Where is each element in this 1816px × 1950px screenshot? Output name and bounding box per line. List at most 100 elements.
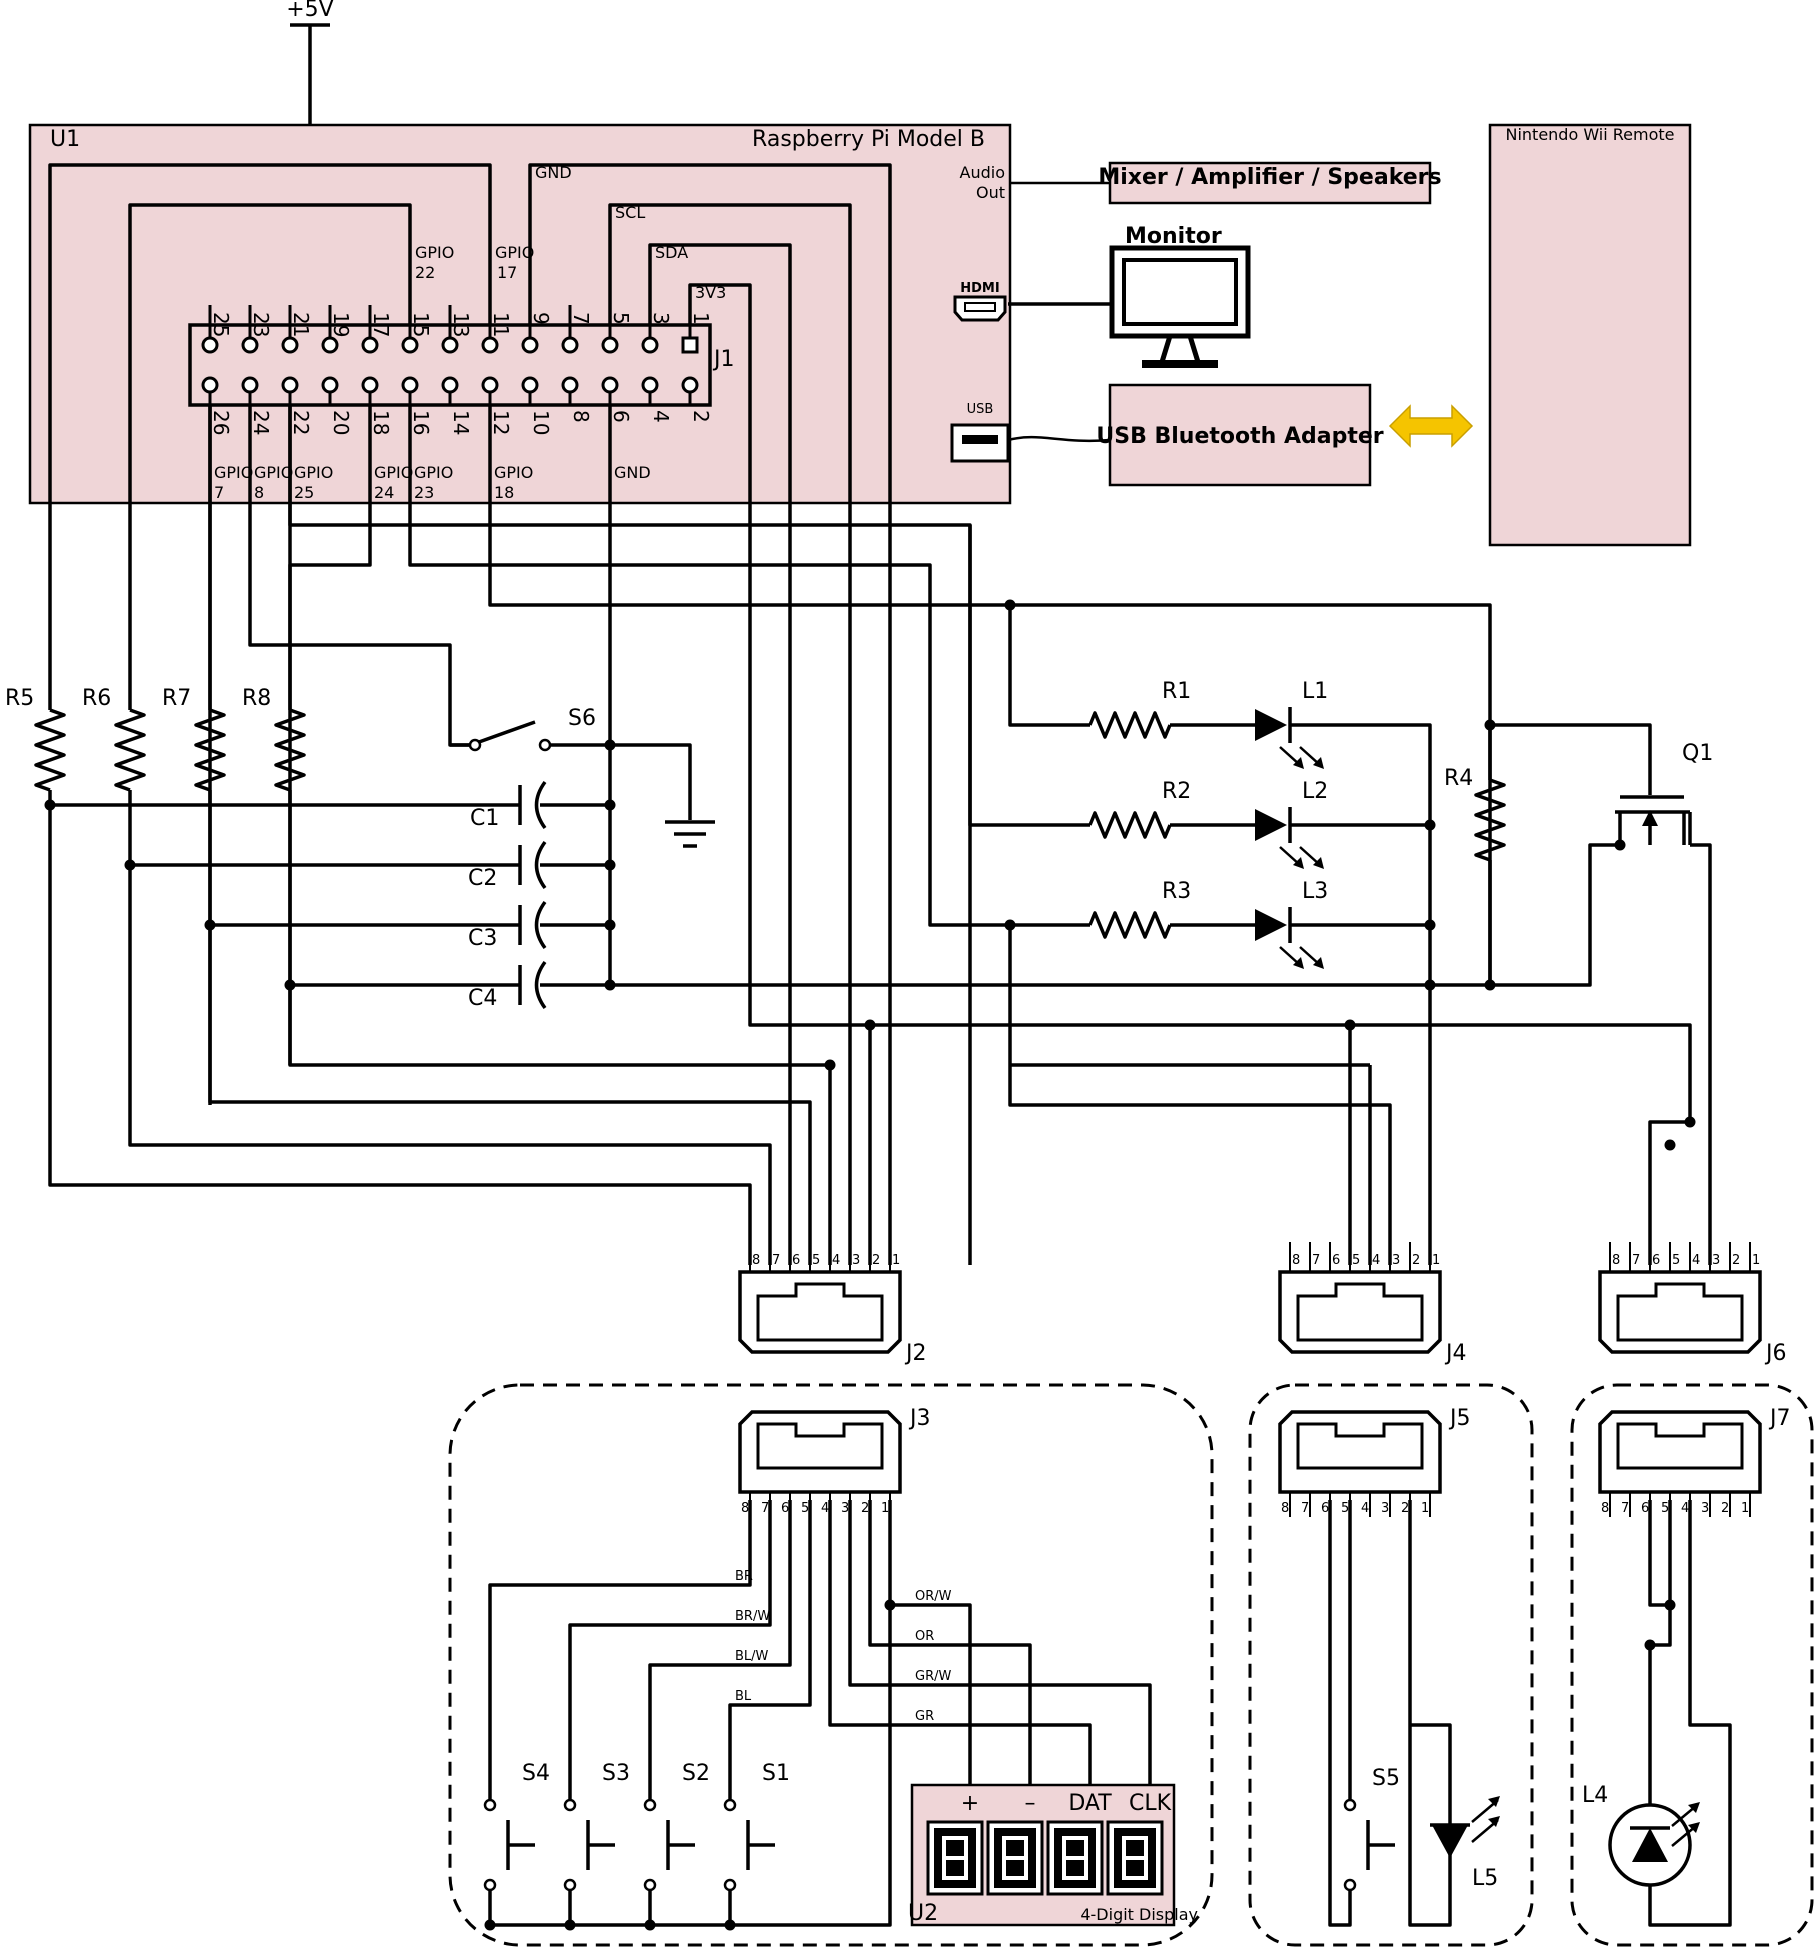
u1-ref: U1 [50, 127, 80, 152]
junction-dot-26 [564, 1919, 576, 1931]
connector-j3-body [738, 1410, 902, 1494]
r8-label: R8 [242, 686, 271, 711]
wire-label-grw: GR/W [915, 1669, 951, 1684]
j6-label: J6 [1764, 1341, 1787, 1366]
signal-gpio23-a: GPIO [414, 463, 453, 482]
power-5v-symbol: +5V [286, 0, 334, 125]
connector-j6-pin-label-5: 5 [1672, 1253, 1680, 1268]
j1-pin-label-4: 4 [649, 410, 673, 423]
resistor-r6 [114, 708, 146, 792]
j1-pin-8 [561, 376, 579, 394]
module-outline-j5 [1248, 1383, 1534, 1947]
junction-dot-5 [604, 799, 616, 811]
connector-j3-latch [756, 1422, 884, 1470]
wire-label-bl: BL [735, 1689, 752, 1704]
resistor-r5 [34, 708, 66, 792]
connector-j4-pin-label-2: 2 [1412, 1253, 1420, 1268]
connector-j2-pin-label-6: 6 [792, 1253, 800, 1268]
mixer-box [1108, 161, 1432, 205]
j1-pin-25 [201, 336, 219, 354]
signal-gpio18-a: GPIO [494, 463, 533, 482]
signal-gpio24-a: GPIO [374, 463, 413, 482]
j1-pin-17 [361, 336, 379, 354]
j1-pin-label-22: 22 [289, 410, 313, 435]
j1-pin-label-6: 6 [609, 410, 633, 423]
connector-j7-body [1598, 1410, 1762, 1494]
connector-j4-pin-label-4: 4 [1372, 1253, 1380, 1268]
connector-j7-pin-label-5: 5 [1661, 1501, 1669, 1516]
resistor-r2 [1088, 811, 1172, 839]
raspberry-pi-board [28, 123, 1012, 505]
junction-dot-2 [204, 919, 216, 931]
l4-label: L4 [1582, 1783, 1608, 1808]
signal-gpio22-a: GPIO [415, 243, 454, 262]
j1-pin-label-9: 9 [529, 312, 553, 325]
junction-dot-21 [1664, 1139, 1676, 1151]
digit-3-segments [1062, 1836, 1088, 1880]
pushbutton-s5-terminal-bottom [1343, 1878, 1357, 1892]
connector-j3-pin-label-6: 6 [781, 1501, 789, 1516]
connector-j4-body [1278, 1270, 1442, 1354]
s2-label: S2 [682, 1761, 710, 1786]
j1-pin-1-square [681, 336, 699, 354]
pushbutton-s5-terminal-top [1343, 1798, 1357, 1812]
junction-dot-0 [44, 799, 56, 811]
s1-label: S1 [762, 1761, 790, 1786]
mixer-label: Mixer / Amplifier / Speakers [1098, 165, 1441, 190]
r2-label: R2 [1162, 779, 1191, 804]
junction-dot-12 [1424, 919, 1436, 931]
signal-gnd-top: GND [535, 163, 572, 182]
connector-j5-pin-label-2: 2 [1401, 1501, 1409, 1516]
ground-icon [665, 820, 715, 848]
monitor-label: Monitor [1125, 224, 1222, 249]
display-pin-dat: DAT [1068, 1791, 1112, 1816]
q1-label: Q1 [1682, 741, 1713, 766]
connector-j5-pin-label-3: 3 [1381, 1501, 1389, 1516]
connector-j4-pin-label-8: 8 [1292, 1253, 1300, 1268]
wire-label-or: OR [915, 1629, 934, 1644]
wire-label-gr: GR [915, 1709, 934, 1724]
signal-gpio17-a: GPIO [495, 243, 534, 262]
connector-j2-pin-label-1: 1 [892, 1253, 900, 1268]
c3-label: C3 [468, 926, 497, 951]
connector-j3-pin-label-1: 1 [881, 1501, 889, 1516]
hdmi-port-icon: HDMI [953, 281, 1007, 322]
bluetooth-label: USB Bluetooth Adapter [1096, 424, 1383, 449]
c4-label: C4 [468, 986, 497, 1011]
bluetooth-box [1108, 383, 1372, 487]
hdmi-label: HDMI [960, 281, 999, 296]
j1-pin-label-10: 10 [529, 410, 553, 435]
j1-pin-24 [241, 376, 259, 394]
connector-j2-pin-label-7: 7 [772, 1253, 780, 1268]
j1-pin-label-23: 23 [249, 312, 273, 337]
wire-label-br: BR [735, 1569, 753, 1584]
junction-dot-13 [1424, 979, 1436, 991]
led-l3-arrowhead-b [1313, 957, 1324, 969]
connector-j5-pin-label-4: 4 [1361, 1501, 1369, 1516]
signal-gpio24-b: 24 [374, 483, 394, 502]
s5-label: S5 [1372, 1766, 1400, 1791]
display-pin-minus: – [1025, 1791, 1036, 1816]
j1-pin-7 [561, 336, 579, 354]
j1-pin-label-7: 7 [569, 312, 593, 325]
j1-pin-16 [401, 376, 419, 394]
wii-remote-box [1488, 123, 1692, 547]
signal-gpio23-b: 23 [414, 483, 434, 502]
j1-pin-label-5: 5 [609, 312, 633, 325]
junction-dot-10 [1004, 919, 1016, 931]
signal-gpio18-b: 18 [494, 483, 514, 502]
display-pin-plus: + [961, 1791, 979, 1816]
connector-j7-pin-label-2: 2 [1721, 1501, 1729, 1516]
connector-j3-pin-label-7: 7 [761, 1501, 769, 1516]
j1-ref: J1 [712, 347, 735, 372]
j4-label: J4 [1444, 1341, 1467, 1366]
led-l4 [1608, 1802, 1700, 1887]
l3-label: L3 [1302, 879, 1328, 904]
capacitor-c4 [518, 960, 547, 1010]
resistor-r7 [194, 708, 226, 792]
j1-pin-15 [401, 336, 419, 354]
